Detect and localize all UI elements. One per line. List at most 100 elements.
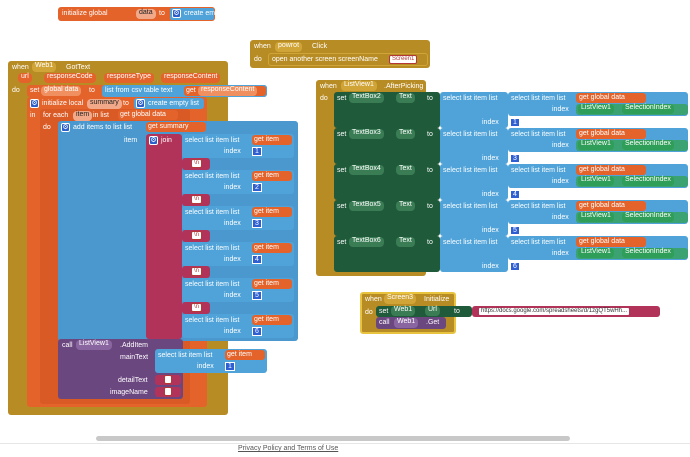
powrot-click-block[interactable]: when powrot Click do open another screen… bbox=[250, 40, 430, 68]
get-response-block[interactable]: get responseContent bbox=[184, 86, 266, 96]
mutator-gear-icon[interactable]: ⚙ bbox=[136, 99, 145, 108]
get-item-block[interactable]: get item bbox=[252, 315, 292, 325]
privacy-link[interactable]: Privacy Policy and Terms of Use bbox=[238, 445, 339, 452]
component-dropdown[interactable]: powrot bbox=[275, 42, 303, 52]
index-number[interactable]: 6 bbox=[510, 262, 520, 271]
initialize-global-block[interactable]: initialize global data to ⚙ create empty… bbox=[58, 7, 235, 21]
index-number[interactable]: 3 bbox=[252, 219, 262, 228]
component-dropdown[interactable]: Screen3 bbox=[384, 294, 417, 304]
get-global-data-block[interactable]: get global data bbox=[576, 93, 646, 103]
get-global-data-block[interactable]: get global data bbox=[576, 237, 646, 247]
create-empty-list-block[interactable]: ⚙ create empty list bbox=[170, 8, 235, 20]
component-dropdown[interactable]: Web1 bbox=[391, 306, 416, 316]
component-dropdown[interactable]: Web1 bbox=[394, 318, 419, 328]
screen-name-string[interactable]: Screen1 bbox=[389, 55, 418, 64]
property-dropdown[interactable]: SelectionIndex bbox=[622, 248, 674, 258]
get-summary-block[interactable]: get summary bbox=[146, 122, 206, 132]
get-item-block[interactable]: get item bbox=[225, 350, 265, 360]
select-list-item-block[interactable]: select list item list get item index 3 bbox=[182, 206, 294, 230]
open-another-screen-block[interactable]: open another screen screenName Screen1 bbox=[268, 53, 428, 66]
call-web-get-block[interactable]: call Web1 .Get bbox=[376, 317, 446, 329]
component-dropdown[interactable]: ListView1 bbox=[76, 340, 112, 350]
property-dropdown[interactable]: Text bbox=[396, 93, 415, 103]
get-global-data-block[interactable]: get global data bbox=[576, 165, 646, 175]
param-responsetype[interactable]: responseType bbox=[104, 73, 154, 83]
property-dropdown[interactable]: SelectionIndex bbox=[622, 176, 674, 186]
index-number[interactable]: 3 bbox=[510, 154, 520, 163]
selection-index-block[interactable]: ListView1 SelectionIndex bbox=[576, 248, 688, 259]
get-global-data-block[interactable]: get global data bbox=[118, 110, 178, 120]
component-dropdown[interactable]: ListView1 bbox=[578, 140, 614, 150]
component-dropdown[interactable]: ListView1 bbox=[578, 212, 614, 222]
list-from-csv-block[interactable]: list from csv table text get responseCon… bbox=[102, 85, 267, 97]
param-responsecontent[interactable]: responseContent bbox=[161, 73, 221, 83]
property-dropdown[interactable]: Text bbox=[396, 201, 415, 211]
index-number[interactable]: 1 bbox=[510, 118, 520, 127]
newline-string[interactable]: \n bbox=[182, 158, 210, 170]
local-var-name[interactable]: summary bbox=[87, 99, 122, 109]
select-list-item-block[interactable]: select list item list get item index 4 bbox=[182, 242, 294, 266]
get-item-block[interactable]: get item bbox=[252, 135, 292, 145]
property-dropdown[interactable]: SelectionIndex bbox=[622, 104, 674, 114]
index-number[interactable]: 5 bbox=[510, 226, 520, 235]
param-url[interactable]: url bbox=[18, 73, 32, 83]
property-dropdown[interactable]: Url bbox=[425, 306, 440, 316]
property-dropdown[interactable]: Text bbox=[396, 165, 415, 175]
property-dropdown[interactable]: Text bbox=[396, 129, 415, 139]
select-list-item-block[interactable]: select list item list get item index 2 bbox=[182, 170, 294, 194]
component-dropdown[interactable]: TextBox4 bbox=[349, 165, 384, 175]
mutator-gear-icon[interactable]: ⚙ bbox=[172, 9, 181, 18]
index-number[interactable]: 1 bbox=[252, 147, 262, 156]
newline-string[interactable]: \n bbox=[182, 266, 210, 278]
component-dropdown[interactable]: TextBox3 bbox=[349, 129, 384, 139]
horizontal-scrollbar[interactable] bbox=[96, 436, 570, 441]
get-item-block[interactable]: get item bbox=[252, 243, 292, 253]
empty-string-block[interactable] bbox=[155, 387, 181, 397]
property-dropdown[interactable]: SelectionIndex bbox=[622, 212, 674, 222]
component-dropdown[interactable]: TextBox2 bbox=[349, 93, 384, 103]
empty-string-block[interactable] bbox=[155, 375, 181, 385]
param-responsecode[interactable]: responseCode bbox=[44, 73, 96, 83]
var-name-field[interactable]: data bbox=[136, 9, 156, 19]
create-empty-list-block[interactable]: ⚙ create empty list bbox=[134, 98, 204, 109]
selection-index-block[interactable]: ListView1 SelectionIndex bbox=[576, 104, 688, 115]
component-dropdown[interactable]: ListView1 bbox=[341, 81, 377, 91]
component-dropdown[interactable]: ListView1 bbox=[578, 248, 614, 258]
index-number[interactable]: 4 bbox=[252, 255, 262, 264]
set-global-data-block[interactable]: set global data to list from csv table t… bbox=[27, 85, 267, 97]
index-number[interactable]: 1 bbox=[225, 362, 235, 371]
mutator-gear-icon[interactable]: ⚙ bbox=[149, 136, 158, 145]
select-list-item-block[interactable]: select list item list get item index 5 bbox=[182, 278, 294, 302]
mutator-gear-icon[interactable]: ⚙ bbox=[61, 123, 70, 132]
response-dropdown[interactable]: responseContent bbox=[198, 86, 258, 96]
join-block[interactable]: ⚙ join bbox=[146, 134, 182, 339]
index-number[interactable]: 6 bbox=[252, 327, 262, 336]
global-var-dropdown[interactable]: global data bbox=[41, 86, 82, 96]
select-list-item-block[interactable]: select list item list get item index 1 bbox=[182, 134, 294, 158]
selection-index-block[interactable]: ListView1 SelectionIndex bbox=[576, 212, 688, 223]
index-number[interactable]: 5 bbox=[252, 291, 262, 300]
get-item-block[interactable]: get item bbox=[252, 171, 292, 181]
get-global-data-block[interactable]: get global data bbox=[576, 201, 646, 211]
select-list-item-block[interactable]: select list item list get item index 1 bbox=[155, 349, 267, 373]
component-dropdown[interactable]: ListView1 bbox=[578, 104, 614, 114]
get-global-data-block[interactable]: get global data bbox=[576, 129, 646, 139]
get-item-block[interactable]: get item bbox=[252, 207, 292, 217]
set-web-url-block[interactable]: set Web1 Url to bbox=[376, 306, 472, 317]
select-list-item-block[interactable]: select list item list get item index 6 bbox=[182, 314, 294, 338]
newline-string[interactable]: \n bbox=[182, 230, 210, 242]
